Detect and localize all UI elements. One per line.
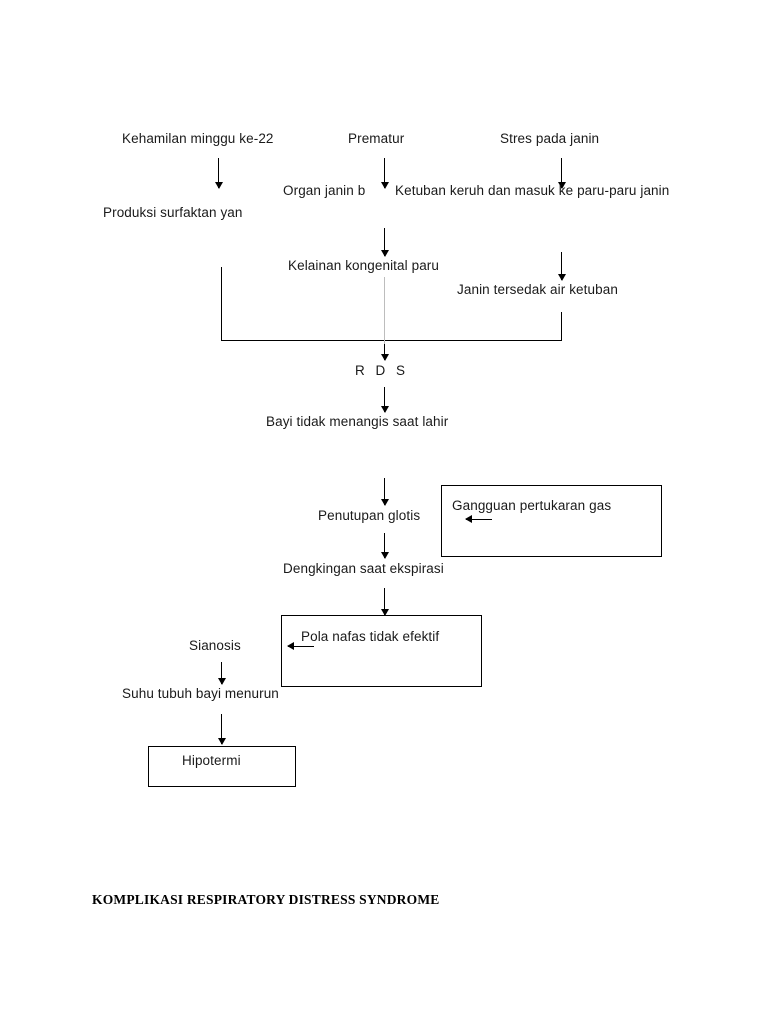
edge-sianosis-to-suhu (217, 662, 226, 685)
node-dengkingan: Dengkingan saat ekspirasi (283, 561, 444, 576)
node-ketuban-keruh: Ketuban keruh dan masuk ke paru-paru jan… (395, 183, 670, 198)
edge-dengkingan-to-pola-nafas (380, 588, 389, 616)
node-sianosis: Sianosis (189, 638, 241, 653)
node-organ-janin: Organ janin b (283, 183, 366, 198)
node-penutupan-glotis: Penutupan glotis (318, 508, 421, 523)
box-hipotermi (148, 746, 296, 787)
node-suhu-tubuh: Suhu tubuh bayi menurun (122, 686, 279, 701)
node-kehamilan: Kehamilan minggu ke-22 (122, 131, 274, 146)
box-gangguan-pertukaran-gas (441, 485, 662, 557)
node-stres-pada-janin: Stres pada janin (500, 131, 600, 146)
node-produksi-surfaktan: Produksi surfaktan yan (103, 205, 243, 220)
edge-organ-to-kelainan (380, 228, 389, 257)
edge-suhu-to-hipotermi (217, 714, 226, 745)
edge-gangguan-to-penutupan (465, 515, 492, 523)
edge-kehamilan-to-produksi (214, 158, 223, 189)
node-gangguan-pertukaran-gas: Gangguan pertukaran gas (452, 498, 612, 513)
node-prematur: Prematur (348, 131, 405, 146)
edge-pola-nafas-to-sianosis (287, 642, 314, 650)
node-hipotermi: Hipotermi (182, 753, 241, 768)
box-pola-nafas (281, 615, 482, 687)
edge-penutupan-to-dengkingan (380, 533, 389, 559)
node-rds: R D S (355, 363, 409, 378)
edge-rds-to-bayi (380, 387, 389, 413)
edge-bracket-left-stem (221, 267, 222, 341)
edge-ketuban-to-tersedak (557, 252, 566, 281)
edge-bracket-horizontal (221, 340, 562, 341)
node-kelainan-kongenital: Kelainan kongenital paru (288, 258, 440, 273)
node-janin-tersedak: Janin tersedak air ketuban (457, 282, 618, 297)
edge-bayi-to-penutupan (380, 478, 389, 506)
page-caption: KOMPLIKASI RESPIRATORY DISTRESS SYNDROME (92, 892, 440, 907)
node-bayi-tidak-menangis: Bayi tidak menangis saat lahir (266, 414, 449, 429)
edge-kelainan-to-rds-line (384, 277, 385, 359)
node-pola-nafas: Pola nafas tidak efektif (301, 628, 440, 645)
edge-bracket-right-stem (561, 312, 562, 341)
edge-bracket-to-rds (380, 344, 389, 361)
edge-stres-to-ketuban (557, 158, 566, 189)
edge-prematur-to-organ (380, 158, 389, 189)
